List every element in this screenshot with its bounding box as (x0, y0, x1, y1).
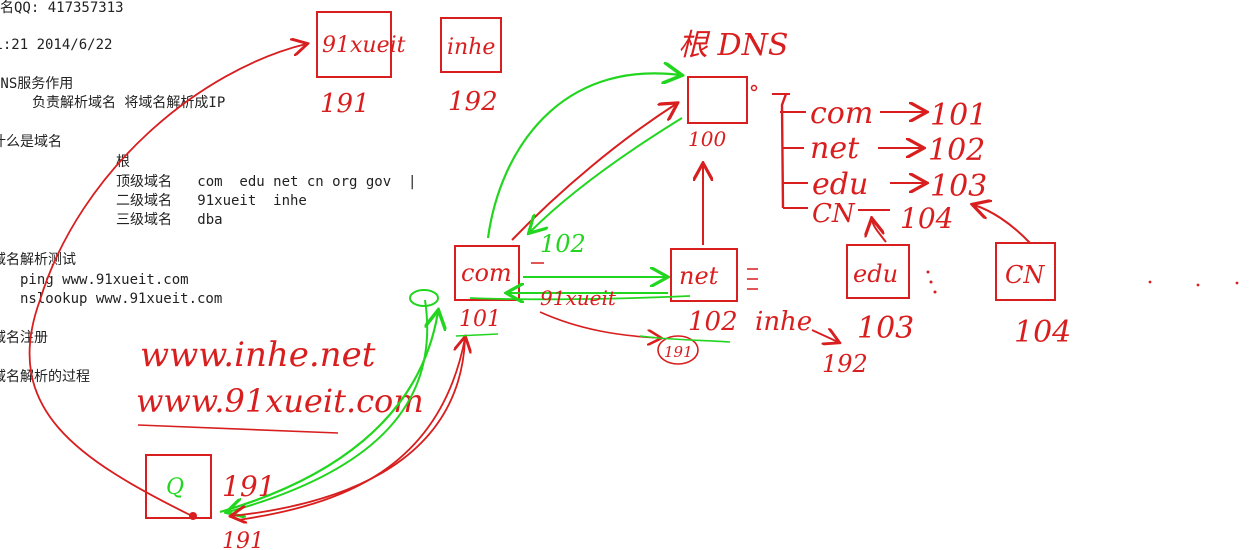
arrow-root-to-com (530, 117, 683, 232)
third-level-text: 三级域名 dba (116, 212, 223, 228)
com-net-underline (469, 295, 691, 301)
ping-command: ping www.91xueit.com (20, 272, 189, 288)
notes-panel: 报名QQ: 417357313 21:21 2014/6/22 DNS服务作用 … (0, 0, 470, 420)
server-91xueit-name: 91xueit (322, 33, 406, 58)
com-record-ip-circle (657, 335, 699, 365)
heading-resolution-process: 域名解析的过程 (0, 369, 90, 385)
sld-text: 二级域名 91xueit inhe (116, 193, 307, 209)
net-record-arrow (811, 330, 838, 342)
server-cn-ip: 104 (1014, 315, 1071, 350)
root-list-tld-1: com (810, 96, 873, 131)
root-dns-ip: 100 (688, 127, 726, 151)
server-inhe-ip: 192 (448, 87, 498, 117)
server-com-ip: 101 (459, 307, 501, 332)
tld-text: 顶级域名 com edu net cn org gov | (116, 174, 417, 190)
server-cn-name: CN (1005, 261, 1045, 289)
arrow-com-query-root (486, 73, 680, 239)
dns-role-text: 负责解析域名 将域名解析成IP (32, 95, 226, 111)
server-net: net 102 (670, 248, 758, 337)
com-record-name: 91xueit (540, 286, 617, 310)
heading-what-is-domain: 什么是域名 (0, 134, 62, 150)
arrow-edu-to-list (872, 220, 887, 243)
server-91xueit-ip: 191 (320, 89, 370, 119)
heading-register: 域名注册 (0, 330, 48, 346)
timestamp: 21:21 2014/6/22 (0, 37, 113, 53)
nslookup-command: nslookup www.91xueit.com (20, 291, 223, 307)
arrow-com-reply-client (232, 339, 466, 516)
root-list-tld-4: CN (812, 199, 856, 229)
server-91xueit: 91xueit 191 (316, 11, 406, 119)
url-underline (137, 424, 339, 434)
arrow-client-query-com (237, 338, 465, 521)
arrow-client-to-com (219, 312, 438, 514)
arrow-com-to-client (228, 299, 429, 512)
stray-dots (1148, 280, 1239, 287)
com-record-ip: 191 (664, 343, 693, 361)
root-dns-server: 根 DNS 100 (678, 28, 788, 151)
net-record-ip: 192 (822, 350, 868, 378)
url-inhe: www.inhe.net (140, 335, 376, 375)
com-record-underline (639, 335, 731, 343)
com-record-arrow (539, 311, 660, 338)
client-ip-below: 191 (222, 529, 264, 550)
server-inhe: inhe 192 (440, 17, 502, 117)
arrow-client-to-91xueit (28, 44, 306, 516)
com-reply-label: 102 (540, 230, 586, 258)
root-list-tld-3: edu (812, 167, 868, 202)
com-ip-underline (455, 333, 499, 337)
server-edu-name: edu (853, 260, 898, 288)
server-net-name: net (679, 262, 719, 290)
server-net-ip: 102 (688, 307, 738, 337)
server-inhe-name: inhe (447, 35, 495, 60)
server-edu-ip: 103 (857, 311, 914, 346)
root-text: 根 (116, 154, 130, 170)
client-host: Q 191 191 (145, 454, 275, 550)
root-list-ip-1: 101 (930, 98, 987, 133)
root-list-ip-3: 103 (930, 169, 987, 204)
root-hint-list: com 101 net 102 edu 103 CN 104 (772, 93, 987, 235)
server-com: com 101 (454, 245, 544, 332)
server-cn: CN 104 (995, 242, 1071, 350)
heading-dns-role: DNS服务作用 (0, 76, 74, 92)
root-list-tld-2: net (810, 131, 860, 166)
server-com-name: com (461, 259, 512, 287)
arrow-cn-to-list (974, 205, 1031, 244)
client-label: Q (166, 475, 184, 500)
net-record-name: inhe (755, 307, 812, 337)
url-91xueit: www.91xueit.com (136, 382, 424, 420)
com-query-circle (409, 289, 439, 307)
root-dns-title: 根 DNS (678, 28, 788, 63)
server-edu: edu 103 (846, 244, 937, 346)
qq-line: 报名QQ: 417357313 (0, 0, 124, 16)
root-list-ip-4: 104 (900, 202, 953, 235)
client-ip-right: 191 (222, 470, 275, 503)
root-list-ip-2: 102 (928, 133, 985, 168)
